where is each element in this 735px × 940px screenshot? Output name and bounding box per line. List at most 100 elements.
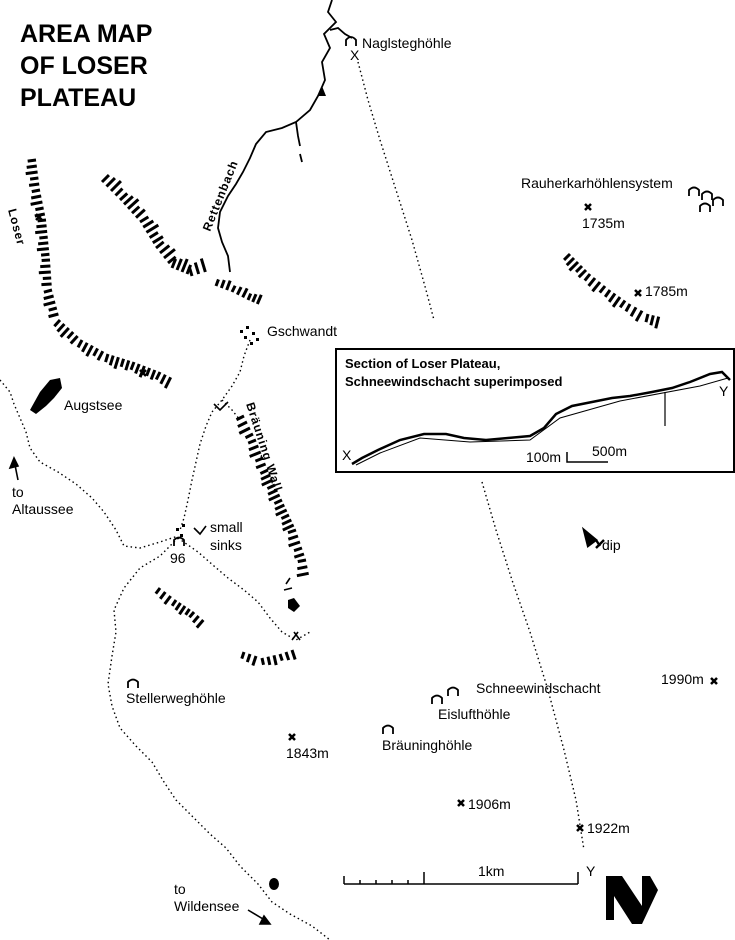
- title-line-1: AREA MAP: [20, 20, 152, 48]
- cave-symbols: [127, 36, 724, 734]
- cave-icon: [382, 724, 394, 734]
- label-schneewindschacht: Schneewindschacht: [476, 680, 601, 696]
- tributary-dash: [299, 153, 303, 163]
- inset-title-2: Schneewindschacht superimposed: [345, 374, 563, 389]
- label-gschwandt: Gschwandt: [267, 323, 337, 339]
- cave-icon: [345, 36, 357, 46]
- summit-icon: [584, 203, 592, 211]
- gschwandt-buildings: [176, 326, 259, 537]
- section-inset: Section of Loser Plateau, Schneewindscha…: [335, 348, 735, 473]
- ridges: [25, 158, 661, 666]
- summit-markers: [35, 203, 718, 832]
- trail-south: [107, 537, 331, 940]
- summit-icon: [139, 369, 147, 377]
- label-augstsee: Augstsee: [64, 397, 123, 413]
- elev-1843: 1843m: [286, 745, 329, 761]
- summit-icon: [576, 824, 584, 832]
- section-line-south: [481, 481, 585, 851]
- cave-icon: [699, 202, 711, 212]
- label-to-altaussee-1: to: [12, 484, 24, 500]
- small-ridge-south-hachure: [240, 649, 297, 666]
- loser-ridge-hachure: [25, 158, 173, 389]
- inset-y-label: Y: [719, 383, 729, 399]
- summit-icon: [457, 799, 465, 807]
- sink-icon: [283, 577, 293, 591]
- summit-icon: [710, 677, 718, 685]
- streams: [217, 0, 353, 273]
- ridge-label-rettenbach: Rettenbach: [200, 158, 241, 233]
- label-to-wildensee-1: to: [174, 881, 186, 897]
- trail-east: [177, 537, 311, 641]
- sink-symbols: [193, 401, 301, 641]
- sink-icon: [193, 525, 207, 536]
- dip-symbol: [581, 526, 605, 549]
- inset-x-label: X: [342, 447, 352, 463]
- label-braeuninghoehle: Bräuninghöhle: [382, 737, 473, 753]
- naglsteg-inflow: [329, 27, 353, 39]
- label-sinks: sinks: [210, 537, 242, 553]
- elev-1990: 1990m: [661, 671, 704, 687]
- section-profile-shade: [355, 377, 729, 466]
- gschwandt-ridge-hachure: [214, 278, 263, 305]
- north-arrow-icon: N: [606, 876, 658, 924]
- inset-vscale: 100m: [526, 449, 561, 465]
- label-altaussee: Altaussee: [12, 501, 74, 517]
- section-y-label: Y: [586, 863, 596, 879]
- ridge-label-loser: Loser: [5, 207, 28, 247]
- trails: [0, 339, 331, 940]
- label-small: small: [210, 519, 243, 535]
- sink-blob: [288, 598, 300, 612]
- inset-scale-bar: [566, 452, 608, 463]
- cave-icon: [701, 190, 713, 200]
- label-stellerweghoehle: Stellerweghöhle: [126, 690, 226, 706]
- inset-hscale: 500m: [592, 443, 627, 459]
- cave-icon: [688, 186, 700, 196]
- cave-icon: [431, 694, 443, 704]
- rauherkar-ridge-hachure: [562, 252, 661, 329]
- label-rauherkar: Rauherkarhöhlensystem: [521, 175, 673, 191]
- elev-1785: 1785m: [645, 283, 688, 299]
- label-dip: dip: [602, 537, 621, 553]
- section-line-north: [357, 61, 435, 321]
- section-line: X Y: [350, 47, 596, 879]
- cave-icon: [447, 686, 459, 696]
- elev-1922: 1922m: [587, 820, 630, 836]
- label-naglsteghoehle: Naglsteghöhle: [362, 35, 452, 51]
- small-pond: [269, 878, 279, 890]
- upper-ridge-hachure: [100, 174, 207, 277]
- label-eislufthoehle: Eislufthöhle: [438, 706, 511, 722]
- north-label: N: [628, 917, 629, 919]
- summit-icon: [288, 733, 296, 741]
- inset-frame: [335, 348, 735, 473]
- map-title: AREA MAP OF LOSER PLATEAU: [20, 20, 152, 112]
- cave-icon: [127, 678, 139, 688]
- sink-icon: [291, 631, 301, 641]
- flow-arrow: [318, 86, 326, 96]
- cave-icon: [712, 196, 724, 206]
- ridge-label-braeuning-wall: Bräuning Wall: [243, 401, 285, 494]
- trail-west: [0, 379, 179, 549]
- label-wildensee: Wildensee: [174, 898, 240, 914]
- section-profile: [351, 370, 731, 466]
- place-labels: Naglsteghöhle Rauherkarhöhlensystem Gsch…: [12, 35, 673, 914]
- tributary: [295, 121, 301, 147]
- section-x-label: X: [350, 47, 360, 63]
- title-line-3: PLATEAU: [20, 84, 136, 112]
- title-line-2: OF LOSER: [20, 52, 148, 80]
- inset-title-1: Section of Loser Plateau,: [345, 356, 500, 371]
- cave-icon: [173, 536, 185, 546]
- label-cave-96: 96: [170, 550, 186, 566]
- trail-main: [179, 339, 251, 531]
- direction-arrows: [8, 456, 272, 925]
- braeuning-wall-ridge-hachure: [235, 414, 309, 578]
- elevation-labels: 1735m 1785m 1843m 1906m 1922m 1990m: [286, 215, 704, 836]
- summit-icon: [634, 289, 642, 297]
- scale-label: 1km: [478, 863, 504, 879]
- summit-icon: [35, 213, 43, 221]
- rettenbach-stream: [217, 0, 338, 273]
- elev-1906: 1906m: [468, 796, 511, 812]
- sink-icon: [213, 401, 229, 412]
- trail-gschwandt: [221, 399, 241, 421]
- small-ridge-west-hachure: [154, 587, 205, 629]
